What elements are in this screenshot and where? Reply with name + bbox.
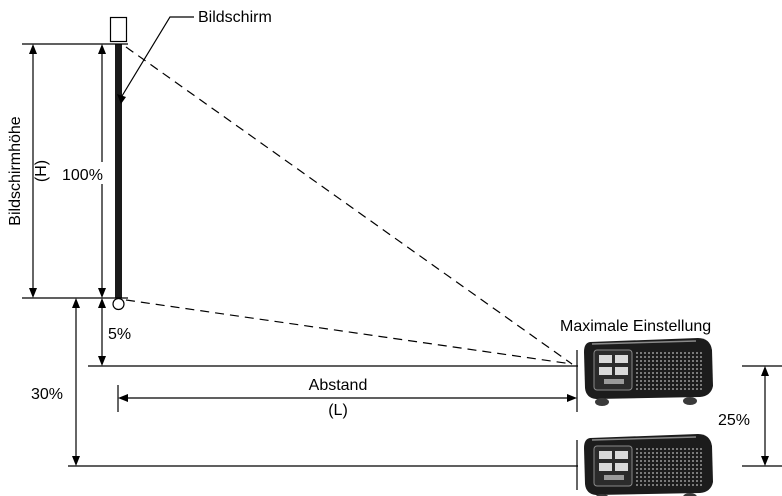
five-percent-arrow-top — [98, 298, 106, 308]
projector-upper — [583, 337, 714, 407]
projection-ray-lower — [125, 299, 573, 365]
max-setting-label: Maximale Einstellung — [560, 318, 711, 335]
thirty-percent-arrow-bottom — [72, 456, 80, 466]
screen-top-box — [109, 16, 128, 43]
hundred-percent-arrow-top — [98, 44, 106, 54]
distance-symbol-label: (L) — [328, 402, 348, 419]
thirty-percent-arrow-top — [72, 298, 80, 308]
screen-callout-line — [121, 16, 194, 97]
hundred-percent-arrow-bottom — [98, 288, 106, 298]
projection-ray-upper — [125, 46, 573, 365]
twentyfive-arrow-bottom — [761, 456, 769, 466]
screen-bottom-pivot — [112, 297, 125, 311]
screen-label: Bildschirm — [198, 9, 272, 26]
distance-arrow-left — [118, 394, 128, 402]
projector-lower — [583, 433, 714, 496]
screen-callout-arrow — [117, 94, 126, 104]
height-symbol-label: (H) — [33, 160, 50, 182]
screen-height-arrow-top — [29, 44, 37, 54]
screen-height-label: Bildschirmhöhe — [7, 116, 24, 225]
hundred-percent-label: 100% — [62, 167, 103, 184]
five-percent-arrow-bottom — [98, 356, 106, 366]
screen-bar — [115, 44, 122, 298]
distance-arrow-right — [567, 394, 577, 402]
twentyfive-arrow-top — [761, 366, 769, 376]
distance-label: Abstand — [309, 377, 368, 394]
screen-height-arrow-bottom — [29, 288, 37, 298]
thirty-percent-label: 30% — [31, 386, 63, 403]
five-percent-label: 5% — [108, 326, 131, 343]
twentyfive-percent-label: 25% — [718, 412, 750, 429]
